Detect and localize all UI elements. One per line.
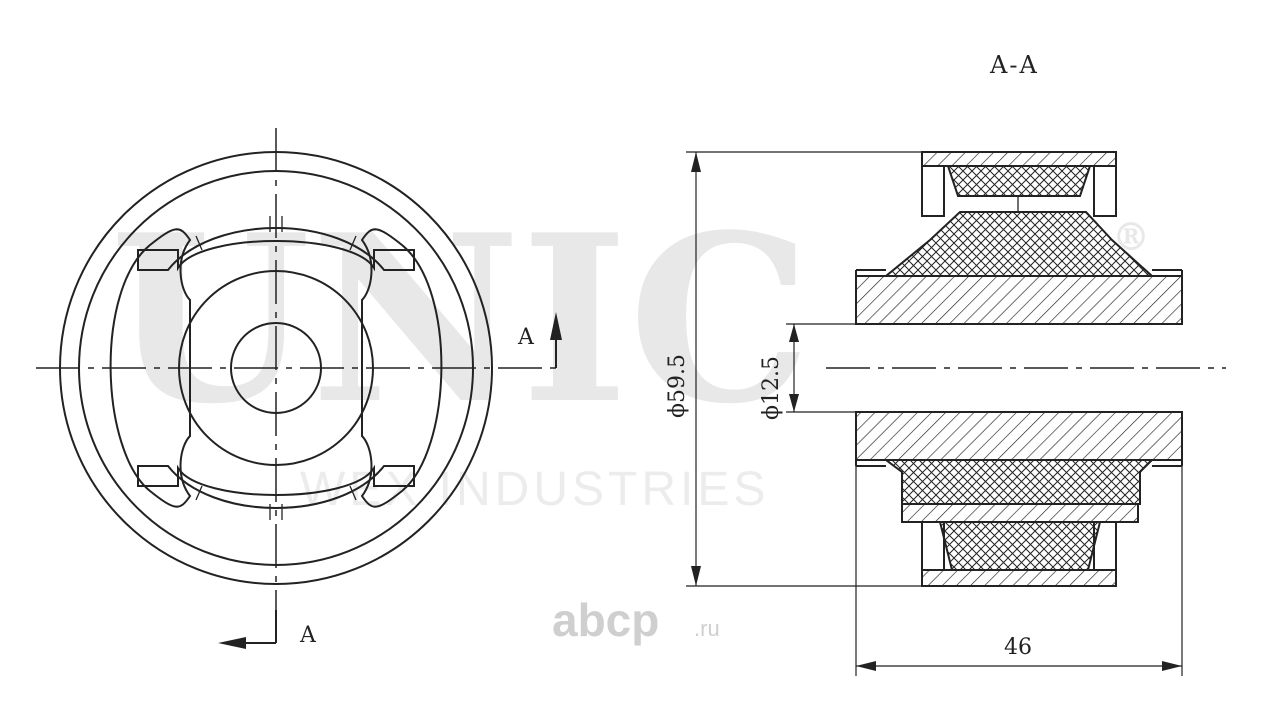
bottom-bridge: [137, 464, 415, 509]
section-arrowhead-right: [550, 312, 562, 340]
abcp-logo-name: abcp: [552, 594, 659, 646]
watermark-brand: UNIC: [110, 185, 811, 455]
shell-flange-top-left: [921, 165, 945, 217]
outer-shell-top: [921, 151, 1117, 167]
top-bridge: [137, 227, 415, 272]
section-view: A-A: [665, 51, 1226, 676]
dim-outer-arrow-bottom: [691, 566, 701, 586]
dim-inner-arrow-top: [789, 324, 799, 342]
dim-length-arrow-right: [1162, 661, 1182, 671]
dim-length: 46: [1004, 635, 1032, 660]
abcp-logo-tld: .ru: [694, 616, 720, 641]
abcp-logo: abcp .ru: [552, 594, 720, 646]
outer-shell-bottom: [921, 569, 1117, 587]
section-title: A-A: [989, 51, 1039, 79]
section-marker-bottom: A: [299, 623, 317, 648]
dim-outer-arrow-top: [691, 152, 701, 172]
dim-length-arrow-left: [856, 661, 876, 671]
watermark: UNIC ® WEX INDUSTRIES: [110, 185, 1150, 516]
bridge-ticks: [195, 216, 357, 520]
rubber-lobe-left: [109, 228, 192, 508]
section-marker-right: A: [517, 325, 535, 350]
dim-inner-arrow-bottom: [789, 394, 799, 412]
rubber-lobe-right: [360, 228, 443, 508]
shell-flange-bottom-left: [921, 521, 945, 571]
rubber-top-small: [946, 165, 1092, 197]
dim-inner-diameter: ϕ12.5: [759, 356, 784, 420]
rubber-bottom-small: [938, 521, 1102, 571]
shell-flange-bottom-right: [1093, 521, 1117, 571]
rubber-bottom-large: [883, 459, 1155, 505]
middle-ring: [901, 503, 1139, 523]
inner-sleeve-bottom: [855, 411, 1183, 461]
front-view: A A: [36, 128, 562, 649]
inner-sleeve-top: [855, 275, 1183, 325]
dim-outer-diameter: ϕ59.5: [665, 354, 690, 418]
shell-flange-top-right: [1093, 165, 1117, 217]
section-arrowhead-bottom: [218, 637, 246, 649]
